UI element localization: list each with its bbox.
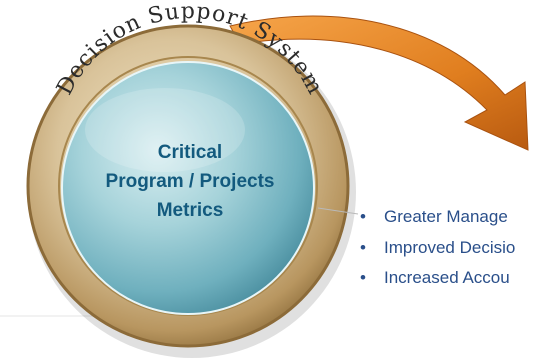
center-label: Critical Program / Projects Metrics [60, 138, 320, 225]
list-item: • Improved Decisio [356, 236, 558, 267]
bullet-dot-icon: • [360, 237, 366, 257]
curved-arrow [229, 15, 529, 151]
center-line-1: Critical [157, 142, 223, 163]
list-item: • Greater Manage [356, 205, 558, 236]
center-line-2: Program / Projects [105, 171, 275, 192]
bullet-text: Improved Decisio [384, 237, 516, 257]
disc-highlight [85, 88, 245, 172]
bullet-text: Greater Manage [384, 207, 508, 226]
center-disc [61, 61, 315, 315]
connector-line [317, 207, 359, 215]
center-line-3: Metrics [156, 200, 224, 221]
bullet-text: Increased Accou [384, 268, 510, 287]
benefits-list: • Greater Manage • Improved Decisio • Incre… [356, 205, 558, 297]
list-item: • Increased Accou [356, 266, 558, 297]
bullet-dot-icon: • [360, 207, 366, 226]
bullet-dot-icon: • [360, 268, 366, 287]
